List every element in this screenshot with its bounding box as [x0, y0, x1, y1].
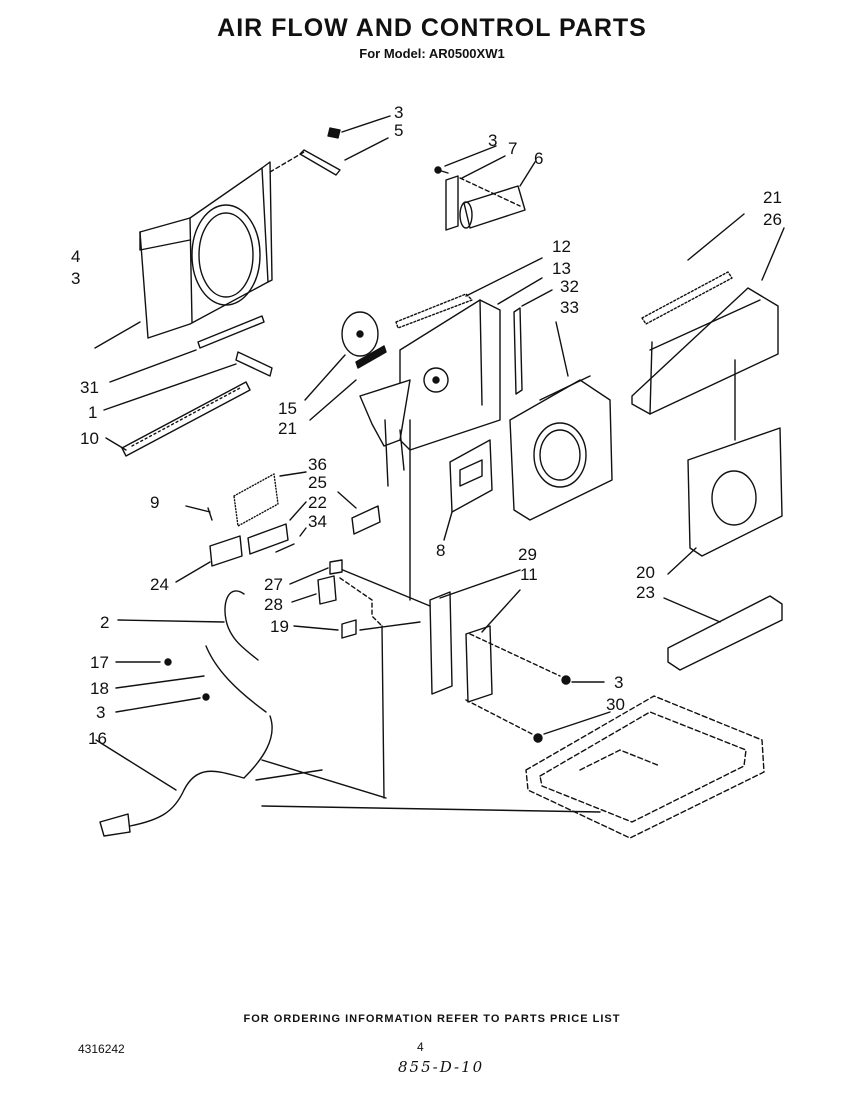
handwritten-note: 855-D-10 — [398, 1058, 485, 1076]
callout-11: 11 — [520, 565, 538, 584]
screw-bracket-top — [269, 115, 391, 176]
callout-34: 34 — [308, 512, 327, 531]
capacitor-part-6 — [434, 145, 536, 231]
callout-19: 19 — [270, 617, 289, 636]
callout-27: 27 — [264, 575, 283, 594]
callout-2: 2 — [100, 613, 109, 632]
callout-17: 17 — [90, 653, 109, 672]
callout-18: 18 — [90, 679, 109, 698]
callout-9: 9 — [150, 493, 159, 512]
wiring-parts-2-16-18 — [95, 590, 601, 837]
controls-group — [175, 471, 381, 583]
callout-6: 6 — [534, 149, 543, 168]
callout-13: 13 — [552, 259, 571, 278]
callout-4: 4 — [71, 247, 80, 266]
strips-parts-31-1-10 — [94, 315, 273, 457]
control-bracket-part-29 — [337, 419, 521, 703]
blower-housing-part-33 — [509, 289, 613, 521]
callout-3-right: 3 — [614, 673, 623, 692]
callout-30: 30 — [606, 695, 625, 714]
callout-23: 23 — [636, 583, 655, 602]
callout-3-capacitor: 3 — [488, 131, 497, 150]
bulkhead-part-13 — [359, 257, 543, 487]
base-pan — [525, 695, 765, 839]
page-number: 4 — [417, 1040, 424, 1054]
callout-3-wiring: 3 — [96, 703, 105, 722]
callout-10: 10 — [80, 429, 99, 448]
callout-36: 36 — [308, 455, 327, 474]
callout-12: 12 — [552, 237, 571, 256]
callout-21-duct: 21 — [763, 188, 782, 207]
callout-29: 29 — [518, 545, 537, 564]
panel-part-20 — [663, 427, 783, 671]
callout-7: 7 — [508, 139, 517, 158]
page-title: AIR FLOW AND CONTROL PARTS — [217, 14, 647, 42]
callout-24: 24 — [150, 575, 169, 594]
callout-labels: 3 5 3 7 6 4 3 21 26 12 13 32 33 31 1 10 … — [71, 103, 782, 748]
document-number: 4316242 — [78, 1042, 125, 1056]
callout-20: 20 — [636, 563, 655, 582]
model-subtitle: For Model: AR0500XW1 — [359, 46, 505, 61]
ordering-note: FOR ORDERING INFORMATION REFER TO PARTS … — [243, 1013, 621, 1025]
switches-parts-27-28-19 — [289, 559, 421, 799]
callout-31: 31 — [80, 378, 99, 397]
callout-21-fan: 21 — [278, 419, 297, 438]
front-panel-part-4 — [139, 161, 273, 339]
callout-22: 22 — [308, 493, 327, 512]
callout-16: 16 — [88, 729, 107, 748]
callout-25: 25 — [308, 473, 327, 492]
duct-part-26 — [631, 213, 785, 441]
callout-32: 32 — [560, 277, 579, 296]
control-label-part-8 — [443, 439, 493, 541]
screws-parts-3-30 — [465, 633, 611, 743]
callout-33: 33 — [560, 298, 579, 317]
callout-5: 5 — [394, 121, 403, 140]
callout-3-left: 3 — [71, 269, 80, 288]
callout-15: 15 — [278, 399, 297, 418]
callout-8: 8 — [436, 541, 445, 560]
callout-3-top: 3 — [394, 103, 403, 122]
fan-part-15 — [304, 311, 387, 421]
callout-26: 26 — [763, 210, 782, 229]
callout-1: 1 — [88, 403, 97, 422]
callout-28: 28 — [264, 595, 283, 614]
